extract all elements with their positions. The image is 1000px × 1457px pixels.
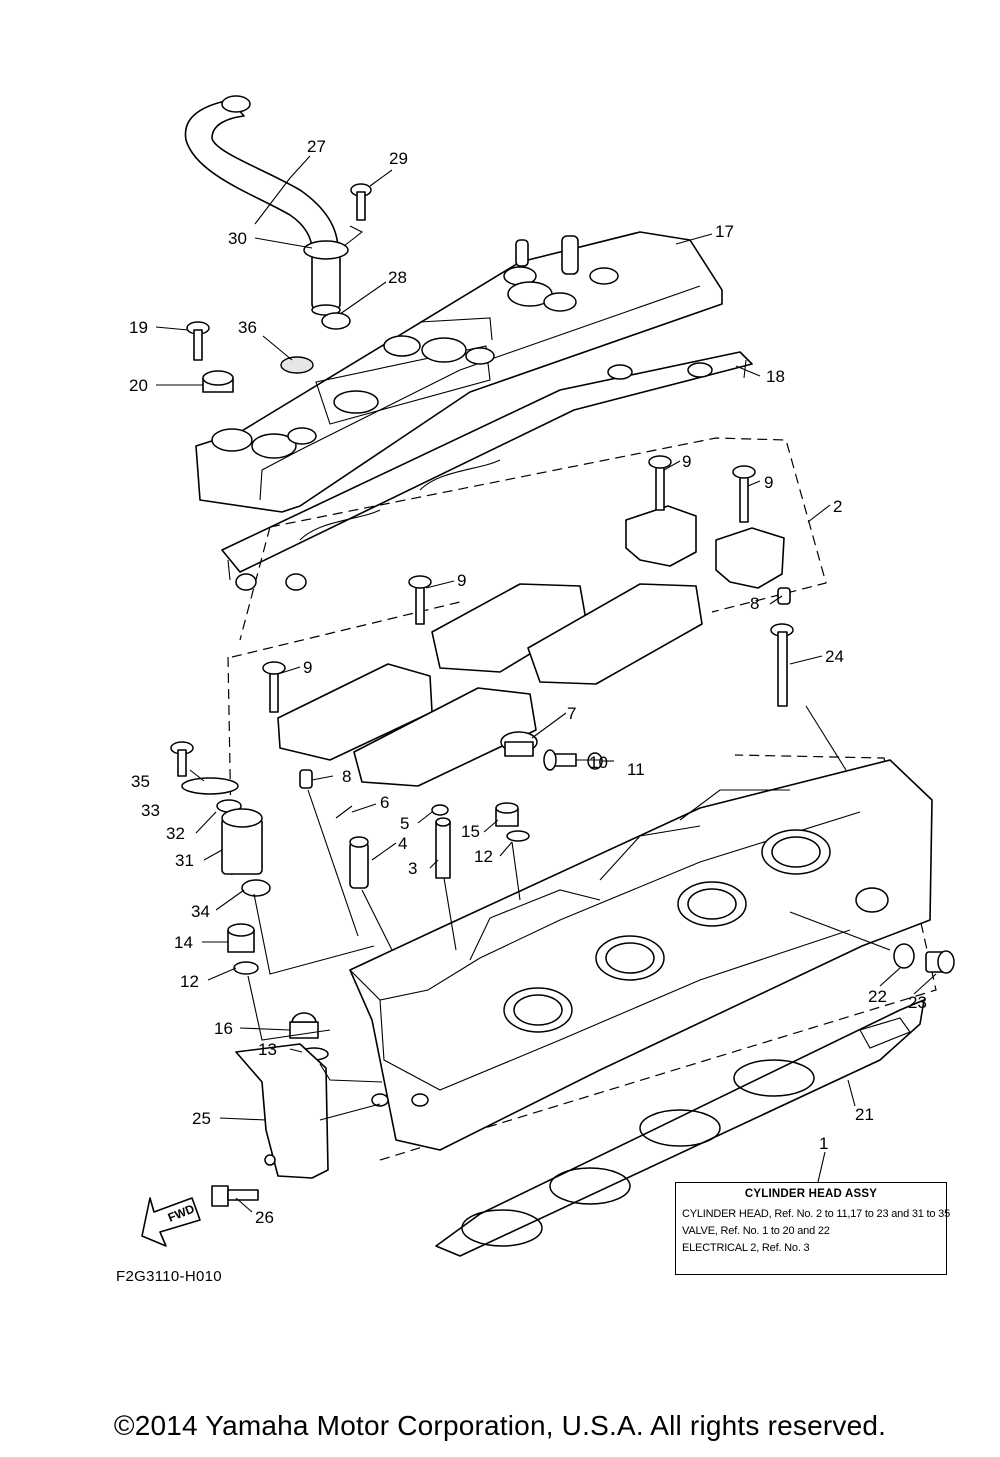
- assembly-info-line: ELECTRICAL 2, Ref. No. 3: [682, 1242, 810, 1254]
- bolt-24: [770, 623, 794, 707]
- o-ring-34: [241, 879, 271, 897]
- breather-pipe: [184, 95, 364, 316]
- callout-9b: 9: [764, 473, 773, 492]
- assembly-info-title: CYLINDER HEAD ASSY: [744, 1188, 878, 1200]
- plate-33: [181, 777, 239, 795]
- collar-20: [202, 370, 234, 393]
- callout-12b: 12: [474, 847, 493, 866]
- callout-32: 32: [166, 824, 185, 843]
- callout-27: 27: [307, 137, 326, 156]
- callout-9d: 9: [303, 658, 312, 677]
- callout-28: 28: [388, 268, 407, 287]
- callout-4: 4: [398, 834, 407, 853]
- bolt-19: [186, 321, 210, 361]
- callout-34: 34: [191, 902, 210, 921]
- callout-36: 36: [238, 318, 257, 337]
- assembly-info-line: CYLINDER HEAD, Ref. No. 2 to 11,17 to 23…: [682, 1208, 951, 1220]
- callout-8b: 8: [342, 767, 351, 786]
- washer-12b: [506, 830, 530, 842]
- callout-22: 22: [868, 987, 887, 1006]
- washer-22: [893, 943, 915, 969]
- callout-1: 1: [819, 1134, 828, 1153]
- callout-29: 29: [389, 149, 408, 168]
- cylinder-head-cover: [195, 231, 723, 513]
- cover-gasket: [221, 351, 753, 591]
- forward-arrow: FWD: [141, 1197, 201, 1247]
- cylinder-head-block: [349, 759, 933, 1151]
- guide-4: [349, 836, 369, 889]
- bolt-35: [170, 741, 194, 777]
- callout-31: 31: [175, 851, 194, 870]
- grommet-36: [280, 356, 314, 374]
- callout-30: 30: [228, 229, 247, 248]
- callout-2: 2: [833, 497, 842, 516]
- callout-14: 14: [174, 933, 193, 952]
- callout-20: 20: [129, 376, 148, 395]
- camshaft-caps: [277, 505, 785, 787]
- callout-9c: 9: [457, 571, 466, 590]
- assembly-info-box: CYLINDER HEAD ASSY CYLINDER HEAD, Ref. N…: [675, 1182, 951, 1275]
- callout-16: 16: [214, 1019, 233, 1038]
- assembly-info-line: VALVE, Ref. No. 1 to 20 and 22: [682, 1225, 830, 1237]
- callout-33: 33: [141, 801, 160, 820]
- head-gasket-21: [435, 999, 925, 1257]
- dowel-8b: [299, 769, 313, 789]
- plug-23: [925, 950, 955, 974]
- callout-7: 7: [567, 704, 576, 723]
- callout-5: 5: [400, 814, 409, 833]
- o-ring-28: [321, 312, 351, 330]
- leader-lines: [155, 155, 937, 1213]
- callout-21: 21: [855, 1105, 874, 1124]
- bolts-9: [262, 455, 756, 713]
- callout-19: 19: [129, 318, 148, 337]
- callout-26: 26: [255, 1208, 274, 1227]
- plug-7: [500, 731, 538, 757]
- callout-8a: 8: [750, 594, 759, 613]
- callout-11: 11: [627, 760, 645, 779]
- nut-14: [227, 923, 255, 953]
- callout-25: 25: [192, 1109, 211, 1128]
- callout-13: 13: [258, 1040, 277, 1059]
- callout-9a: 9: [682, 452, 691, 471]
- copyright-notice: ©2014 Yamaha Motor Corporation, U.S.A. A…: [113, 1410, 887, 1441]
- diagram-code: F2G3110-H010: [116, 1268, 222, 1285]
- nut-15: [495, 802, 519, 827]
- o-ring-5: [431, 804, 449, 816]
- callout-12a: 12: [180, 972, 199, 991]
- washer-12a: [233, 961, 259, 975]
- callout-18: 18: [766, 367, 785, 386]
- bracket-25: [235, 1043, 329, 1179]
- clip-6: [335, 805, 353, 819]
- callout-24: 24: [825, 647, 844, 666]
- bolt-10: [543, 749, 577, 771]
- callout-6: 6: [380, 793, 389, 812]
- bolt-26: [211, 1185, 259, 1207]
- callout-17: 17: [715, 222, 734, 241]
- callout-numbers: 27 29 30 17 28 19 36 20 18 9 9 2 9 8 24 …: [129, 137, 927, 1227]
- callout-35: 35: [131, 772, 150, 791]
- sleeve-31: [221, 808, 263, 875]
- callout-10: 10: [589, 753, 608, 772]
- dowel-8a: [777, 587, 791, 605]
- callout-15: 15: [461, 822, 480, 841]
- callout-23: 23: [908, 993, 927, 1012]
- sensor-3: [435, 817, 451, 879]
- bolt-29: [350, 183, 372, 221]
- callout-3: 3: [408, 859, 417, 878]
